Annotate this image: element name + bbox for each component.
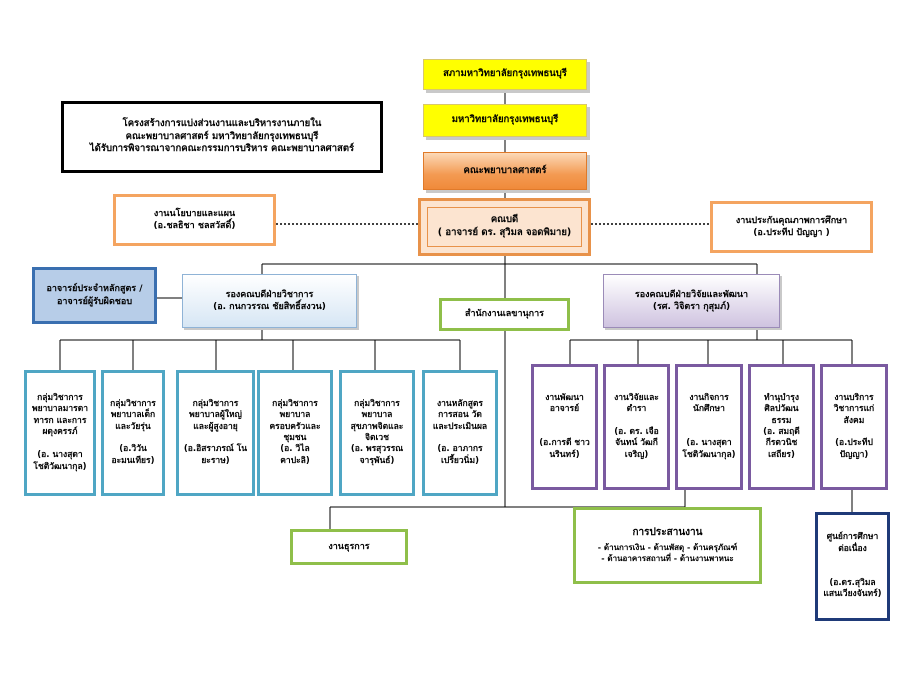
quality-assurance-box: งานประกันคุณภาพการศึกษา (อ.ประทีป ปัญญา … (710, 201, 873, 253)
university-council-label: สภามหาวิทยาลัยกรุงเทพธนบุรี (443, 68, 567, 80)
academic-group-box: กลุ่มวิชาการ พยาบาลมารดา ทารก และการ ผดุ… (24, 370, 96, 496)
vp-academic-title: รองคณบดีฝ่ายวิชาการ (225, 289, 314, 300)
research-unit-box: ทำนุบำรุง ศิลปวัฒน ธรรม (อ. สมฤดี กีรตวน… (748, 364, 815, 490)
faculty-label: คณะพยาบาลศาสตร์ (463, 164, 547, 176)
policy-planning-name: (อ.ชลธิชา ชลสวัสดิ์) (153, 221, 236, 231)
vp-academic-name: (อ. กนกวรรณ ชัยสิทธิ์สงวน) (213, 302, 326, 312)
academic-group-text: กลุ่มวิชาการ พยาบาล สุขภาพจิตและ จิตเวช … (350, 398, 404, 466)
academic-group-box: กลุ่มวิชาการ พยาบาล สุขภาพจิตและ จิตเวช … (339, 370, 415, 496)
research-unit-box: งานบริการ วิชาการแก่ สังคม (อ.ประทีป ปัญ… (820, 364, 888, 490)
coordination-line-2: - ด้านอาคารสถานที่ - ด้านงานพาหนะ (601, 553, 734, 563)
academic-group-text: กลุ่มวิชาการ พยาบาลเด็ก และวัยรุ่น (อ.วิ… (110, 398, 156, 466)
academic-group-box: กลุ่มวิชาการ พยาบาลผู้ใหญ่ และผู้สูงอายุ… (176, 370, 255, 496)
dean-name: ( อาจารย์ ดร. สุวิมล จอดพิมาย) (437, 227, 572, 238)
vp-research-title: รองคณบดีฝ่ายวิจัยและพัฒนา (634, 289, 749, 300)
academic-group-text: กลุ่มวิชาการ พยาบาลผู้ใหญ่ และผู้สูงอายุ… (183, 398, 248, 466)
academic-group-text: งานหลักสูตร การสอน วัด และประเมินผล (อ. … (432, 398, 488, 466)
coordination-line-1: - ด้านการเงิน - ด้านพัสดุ - ด้านครุภัณฑ์ (597, 542, 738, 552)
university-council-box: สภามหาวิทยาลัยกรุงเทพธนบุรี (423, 59, 587, 90)
quality-assurance-title: งานประกันคุณภาพการศึกษา (735, 215, 848, 226)
vp-research-box: รองคณบดีฝ่ายวิจัยและพัฒนา (รศ. วิจิตรา ก… (603, 274, 780, 328)
secretary-office-box: สำนักงานเลขานุการ (439, 298, 570, 331)
research-unit-text: ทำนุบำรุง ศิลปวัฒน ธรรม (อ. สมฤดี กีรตวน… (763, 392, 800, 460)
academic-group-text: กลุ่มวิชาการ พยาบาลมารดา ทารก และการ ผดุ… (32, 392, 88, 472)
curriculum-lead-line-1: อาจารย์ประจำหลักสูตร / (46, 284, 143, 295)
academic-group-box: กลุ่มวิชาการ พยาบาล ครอบครัวและ ชุมชน (อ… (257, 370, 333, 496)
policy-planning-box: งานนโยบายและแผน (อ.ชลธิชา ชลสวัสดิ์) (113, 194, 276, 246)
curriculum-lead-box: อาจารย์ประจำหลักสูตร / อาจารย์ผู้รับผิดช… (32, 267, 157, 324)
quality-assurance-name: (อ.ประทีป ปัญญา ) (753, 228, 830, 238)
dean-box: คณบดี ( อาจารย์ ดร. สุวิมล จอดพิมาย) (418, 198, 591, 256)
curriculum-lead-line-2: อาจารย์ผู้รับผิดชอบ (56, 296, 133, 307)
note-line-2: คณะพยาบาลศาสตร์ มหาวิทยาลัยกรุงเทพธนบุรี (125, 130, 319, 142)
university-box: มหาวิทยาลัยกรุงเทพธนบุรี (423, 104, 587, 137)
vp-academic-box: รองคณบดีฝ่ายวิชาการ (อ. กนกวรรณ ชัยสิทธิ… (182, 274, 357, 328)
policy-planning-title: งานนโยบายและแผน (153, 208, 236, 219)
coordination-title: การประสานงาน (632, 527, 703, 539)
structure-note-box: โครงสร้างการแบ่งส่วนงานและบริหารงานภายใน… (61, 101, 383, 173)
academic-group-text: กลุ่มวิชาการ พยาบาล ครอบครัวและ ชุมชน (อ… (269, 398, 321, 466)
admin-office-label: งานธุรการ (328, 541, 370, 552)
continuing-education-text: ศูนย์การศึกษา ต่อเนื่อง (อ.ดร.สุวิมล แสน… (823, 532, 882, 600)
faculty-box: คณะพยาบาลศาสตร์ (423, 152, 587, 190)
research-unit-box: งานพัฒนา อาจารย์ (อ.การดี ชาว นรินทร์) (531, 364, 598, 490)
vp-research-name: (รศ. วิจิตรา กุสุมภ์) (652, 302, 731, 312)
dean-inner-border (427, 207, 582, 247)
research-unit-box: งานกิจการ นักศึกษา (อ. นางสุดา โชติวัฒนา… (675, 364, 743, 490)
secretary-office-label: สำนักงานเลขานุการ (464, 309, 545, 320)
university-label: มหาวิทยาลัยกรุงเทพธนบุรี (451, 114, 559, 126)
academic-group-box: งานหลักสูตร การสอน วัด และประเมินผล (อ. … (422, 370, 498, 496)
continuing-education-box: ศูนย์การศึกษา ต่อเนื่อง (อ.ดร.สุวิมล แสน… (815, 512, 890, 621)
academic-group-box: กลุ่มวิชาการ พยาบาลเด็ก และวัยรุ่น (อ.วิ… (101, 370, 165, 496)
research-unit-text: งานพัฒนา อาจารย์ (อ.การดี ชาว นรินทร์) (539, 392, 590, 460)
research-unit-text: งานกิจการ นักศึกษา (อ. นางสุดา โชติวัฒนา… (682, 392, 736, 460)
note-line-1: โครงสร้างการแบ่งส่วนงานและบริหารงานภายใน (122, 117, 322, 129)
admin-office-box: งานธุรการ (290, 529, 408, 565)
dean-title: คณบดี (490, 214, 519, 226)
research-unit-text: งานวิจัยและ ตำรา (อ. ดร. เจือ จันทน์ วัฒ… (614, 392, 659, 460)
research-unit-text: งานบริการ วิชาการแก่ สังคม (อ.ประทีป ปัญ… (833, 392, 875, 460)
coordination-box: การประสานงาน - ด้านการเงิน - ด้านพัสดุ -… (573, 507, 762, 584)
note-line-3: ได้รับการพิจารณาจากคณะกรรมการบริหาร คณะพ… (89, 143, 355, 155)
research-unit-box: งานวิจัยและ ตำรา (อ. ดร. เจือ จันทน์ วัฒ… (603, 364, 670, 490)
